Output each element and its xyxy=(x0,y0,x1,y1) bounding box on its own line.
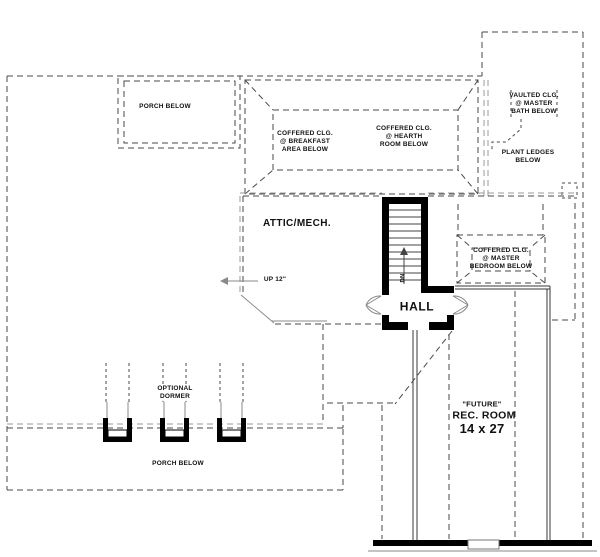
coffered-breakfast-hearth-outline xyxy=(244,79,479,195)
rec-room-walls xyxy=(394,203,576,541)
up-note-label: UP 12" xyxy=(263,275,287,283)
porch-below-outline xyxy=(117,75,241,149)
rec-room-size-label: 14 x 27 xyxy=(459,420,505,436)
porch-below-bottom-label: PORCH BELOW xyxy=(152,459,204,467)
hall-doors xyxy=(365,295,469,315)
coffered-breakfast-label: COFFERED CLG. @ BREAKFAST AREA BELOW xyxy=(277,129,333,154)
vaulted-master-bath-label: VAULTED CLG. @ MASTER BATH BELOW xyxy=(509,91,559,116)
staircase xyxy=(382,197,454,330)
rec-room-bottom-wall xyxy=(368,539,597,552)
up-arrow xyxy=(220,277,258,285)
optional-dormer-label: OPTIONAL DORMER xyxy=(155,384,195,402)
stair-direction-label: DN xyxy=(400,273,407,283)
plant-ledges-label: PLANT LEDGES BELOW xyxy=(501,148,555,164)
bottom-porch-outline xyxy=(7,324,393,539)
master-bath-outline xyxy=(483,80,578,199)
coffered-master-bedroom-label: COFFERED CLG. @ MASTER BEDROOM BELOW xyxy=(469,246,533,271)
dormer-1 xyxy=(103,363,132,442)
coffered-master-bedroom-outline xyxy=(456,204,546,284)
coffered-hearth-label: COFFERED CLG. @ HEARTH ROOM BELOW xyxy=(376,124,432,149)
dormer-3 xyxy=(217,363,246,442)
future-label: "FUTURE" xyxy=(462,399,502,409)
attic-mech-label: ATTIC/MECH. xyxy=(262,217,332,229)
outer-boundary xyxy=(6,31,584,541)
porch-below-top-label: PORCH BELOW xyxy=(139,102,191,110)
attic-boundary xyxy=(239,192,575,325)
rec-room-label: REC. ROOM xyxy=(452,409,516,422)
hall-label: HALL xyxy=(399,299,435,314)
dormer-2 xyxy=(160,363,189,442)
